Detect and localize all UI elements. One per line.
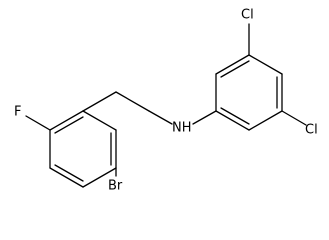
- double-bond-inner: [220, 107, 250, 125]
- dichlorophenyl-ring: [215, 54, 283, 131]
- atom-label-br: Br: [108, 179, 123, 194]
- double-bond-inner: [220, 60, 250, 78]
- bond-f: [25, 115, 51, 131]
- atom-label-cl-top: Cl: [241, 8, 254, 23]
- bond: [248, 54, 283, 75]
- double-bond-inner: [54, 116, 84, 134]
- bond: [215, 110, 250, 131]
- atom-label-nh: NH: [172, 121, 192, 136]
- bond: [82, 167, 117, 188]
- atom-label-f: F: [14, 105, 21, 120]
- bond: [82, 91, 117, 112]
- bond: [49, 110, 84, 131]
- atom-label-cl-bottom: Cl: [305, 123, 318, 138]
- bond-ch2-n: [148, 110, 173, 125]
- bromofluorophenyl-ring: [49, 91, 117, 188]
- bond: [215, 54, 250, 75]
- double-bond-inner: [54, 164, 84, 182]
- structure-svg: Cl Cl NH F Br: [14, 8, 318, 194]
- bond-ch2-ring: [115, 91, 150, 112]
- bond: [82, 110, 117, 131]
- bond-cl-bottom: [281, 110, 307, 126]
- bond: [49, 167, 84, 188]
- bond: [248, 110, 283, 131]
- bond-n-ring: [192, 110, 217, 125]
- molecule-diagram: Cl Cl NH F Br: [14, 8, 318, 194]
